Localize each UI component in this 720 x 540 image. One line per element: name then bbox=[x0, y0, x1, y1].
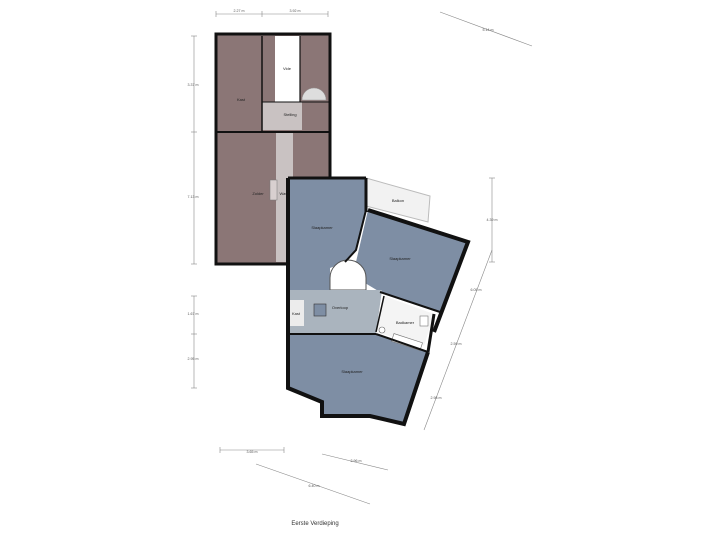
toilet-fixture bbox=[378, 326, 386, 334]
dim-right-1: 4.39 m bbox=[487, 218, 498, 222]
wall-badkamer-left bbox=[375, 295, 385, 333]
room-label-slaapkamer-2: Slaapkamer bbox=[389, 256, 411, 261]
slaapkamer-1-area bbox=[288, 178, 366, 290]
main-outer-wall-left bbox=[286, 178, 430, 427]
dim-top-2: 3.92 m bbox=[290, 9, 301, 13]
room-label-overloop: Overloop bbox=[332, 305, 349, 310]
dim-right-3: 2.59 m bbox=[451, 342, 462, 346]
main-floor-section: Balkon Slaapkamer Slaapkamer Overl bbox=[286, 176, 471, 427]
dim-bottom-1: 3.65 m bbox=[247, 450, 258, 454]
room-label-badkamer: Badkamer bbox=[396, 320, 415, 325]
dim-left-1: 3.37 m bbox=[188, 83, 199, 87]
wall-badkamer-right bbox=[426, 313, 436, 353]
stelling-area bbox=[262, 102, 302, 130]
room-label-balkon: Balkon bbox=[392, 198, 404, 203]
attic-stair bbox=[301, 87, 327, 101]
dim-bottom-2: 2.96 m bbox=[351, 459, 362, 463]
vide-area bbox=[275, 36, 300, 102]
room-label-zolder: Zolder bbox=[252, 191, 264, 196]
room-label-vide: Vide bbox=[283, 66, 292, 71]
room-label-stelling: Stelling bbox=[283, 112, 296, 117]
room-label-kast-top: Kast bbox=[237, 97, 246, 102]
dim-left-4: 2.95 m bbox=[188, 357, 199, 361]
wall-badkamer-bottom bbox=[375, 333, 429, 353]
room-label-slaapkamer-1: Slaapkamer bbox=[311, 225, 333, 230]
overloop-area bbox=[288, 290, 382, 334]
wall-slaapkamer-1-right bbox=[344, 209, 367, 263]
dim-left-3: 1.67 m bbox=[188, 312, 199, 316]
slaapkamer-2-outer-wall bbox=[367, 208, 471, 333]
dim-top-diag: 5.14 m bbox=[483, 28, 494, 32]
floor-title: Eerste Verdieping bbox=[291, 521, 339, 527]
badkamer-area bbox=[376, 296, 434, 346]
bath-fixture bbox=[391, 333, 423, 351]
dim-right-2: 6.05 m bbox=[471, 288, 482, 292]
room-label-kast-mid: Kast bbox=[292, 311, 301, 316]
slaapkamer-2-area bbox=[356, 210, 468, 312]
attic-hatch bbox=[269, 179, 278, 201]
attic-section: Kast Vide Stelling Zolder Wasruimte bbox=[214, 32, 332, 266]
attic-outer-wall bbox=[214, 32, 332, 266]
main-stair bbox=[329, 259, 367, 291]
hall-fixture bbox=[313, 303, 327, 317]
dimension-lines bbox=[191, 11, 533, 505]
dim-left-2: 7.13 m bbox=[188, 195, 199, 199]
room-label-slaapkamer-3: Slaapkamer bbox=[341, 369, 363, 374]
dim-bottom-diag: 6.40 m bbox=[309, 484, 320, 488]
dim-top-1: 2.27 m bbox=[234, 9, 245, 13]
kast-mid-area bbox=[288, 300, 304, 326]
dim-right-4: 2.98 m bbox=[431, 396, 442, 400]
wall-slaapkamer-2-bottom bbox=[379, 291, 441, 313]
sink-fixture bbox=[419, 315, 429, 327]
